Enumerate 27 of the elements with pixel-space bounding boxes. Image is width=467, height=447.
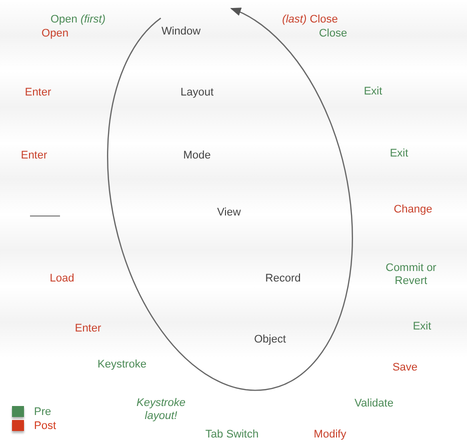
legend-label: Pre: [34, 406, 52, 418]
event-label: Open: [42, 27, 68, 41]
event-label: Enter: [20, 149, 48, 163]
event-label: Validate: [354, 397, 394, 411]
event-label: Close: [318, 27, 348, 41]
event-label: (last) Close: [282, 13, 338, 27]
event-label: Enter: [24, 86, 52, 100]
event-label: Change: [394, 203, 432, 217]
event-label: Exit: [412, 320, 432, 334]
stage-label: Record: [265, 272, 301, 286]
event-label: Load: [50, 272, 74, 286]
event-label: Exit: [390, 147, 408, 161]
event-label: Exit: [364, 85, 382, 99]
stage-label: Window: [161, 25, 201, 39]
event-label: Commit or Revert: [384, 262, 438, 288]
event-label: Keystroke layout!: [136, 396, 186, 424]
stage-label: Mode: [183, 149, 211, 163]
event-label: Open (first): [50, 13, 106, 27]
event-label: Enter: [74, 322, 102, 336]
stage-label: View: [217, 206, 241, 220]
event-label: Tab Switch: [205, 428, 259, 442]
stage-label: Layout: [180, 86, 214, 100]
event-label: Save: [392, 361, 418, 375]
legend-label: Post: [34, 420, 56, 432]
event-label: Keystroke: [98, 358, 146, 372]
stage-label: Object: [254, 333, 286, 347]
event-label: Modify: [314, 428, 346, 442]
